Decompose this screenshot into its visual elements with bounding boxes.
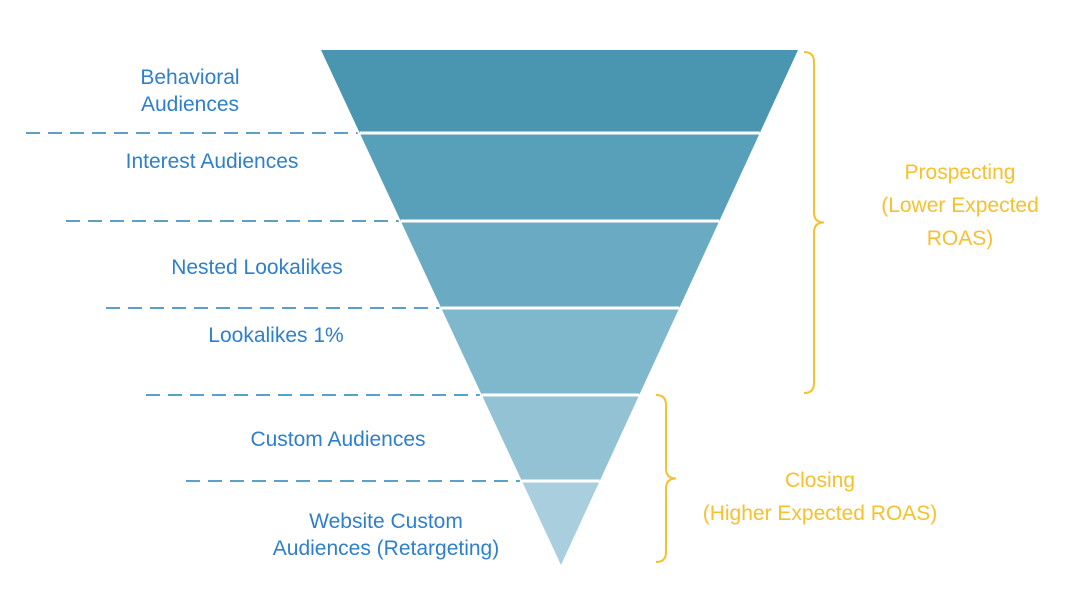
tier-label-nested-lookalikes: Nested Lookalikes [171, 256, 343, 279]
tier-custom-audiences [481, 395, 640, 481]
tier-label-interest-audiences: Interest Audiences [125, 150, 299, 173]
group-label-prospecting: Prospecting (Lower Expected ROAS) [881, 161, 1039, 250]
tier-interest-audiences [359, 133, 760, 221]
dashed-dividers [26, 132, 520, 482]
prospecting-bracket [803, 51, 825, 394]
tier-label-custom-audiences: Custom Audiences [250, 428, 426, 451]
closing-bracket [655, 394, 677, 563]
funnel-tiers [321, 50, 798, 565]
tier-label-website-custom-audiences: Website Custom Audiences (Retargeting) [272, 510, 500, 560]
group-label-closing: Closing (Higher Expected ROAS) [702, 469, 938, 525]
tier-label-behavioral-audiences: Behavioral Audiences [140, 66, 240, 116]
tier-lookalikes-1-percent [441, 308, 680, 395]
group-brackets [655, 51, 825, 563]
tier-nested-lookalikes [400, 221, 720, 308]
tier-label-lookalikes-1-percent: Lookalikes 1% [208, 324, 344, 347]
tier-website-custom-audiences [521, 481, 600, 565]
tier-separators [359, 131, 760, 483]
tier-behavioral-audiences [321, 50, 798, 133]
